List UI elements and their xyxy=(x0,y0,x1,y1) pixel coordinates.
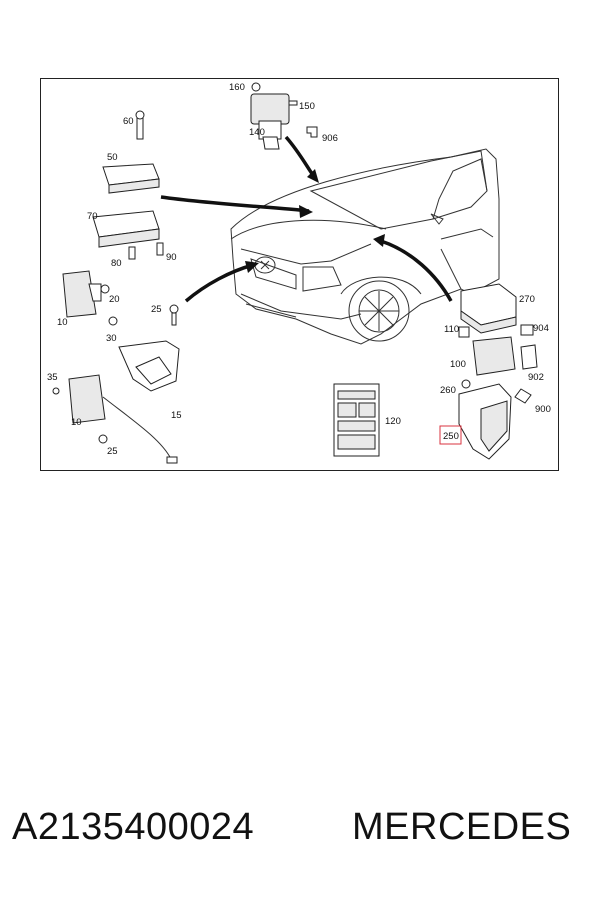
arrow-head-1 xyxy=(299,205,313,218)
callout-20: 20 xyxy=(109,294,120,305)
arrow-head-4 xyxy=(373,234,385,247)
callout-902: 902 xyxy=(528,372,544,383)
callout-260: 260 xyxy=(440,385,456,396)
callout-70: 70 xyxy=(87,211,98,222)
callout-50: 50 xyxy=(107,152,118,163)
part-140-assembly xyxy=(250,82,318,150)
vehicle-outline xyxy=(230,148,500,345)
exploded-parts-illustration: 160 150 140 906 60 50 70 80 90 20 10 30 … xyxy=(47,82,551,464)
callout-140: 140 xyxy=(249,127,265,138)
callout-10-lower: 10 xyxy=(71,417,82,428)
callout-10-upper: 10 xyxy=(57,317,68,328)
brand-name: MERCEDES xyxy=(352,806,572,848)
callout-270: 270 xyxy=(519,294,535,305)
callout-25-lower: 25 xyxy=(107,446,118,457)
callout-900: 900 xyxy=(535,404,551,415)
arrow-head-2 xyxy=(307,169,319,183)
callout-100: 100 xyxy=(450,359,466,370)
part-number: A2135400024 xyxy=(12,806,255,848)
callout-160: 160 xyxy=(229,82,245,93)
callout-15: 15 xyxy=(171,410,182,421)
callout-120: 120 xyxy=(385,416,401,427)
assembly-arrows xyxy=(160,135,453,303)
radar-sensor-parts xyxy=(52,340,180,464)
callout-250: 250 xyxy=(443,431,459,442)
label-sheet-120 xyxy=(333,383,380,457)
sensor-unit-parts xyxy=(62,270,179,326)
fuse-box-parts xyxy=(458,283,538,460)
callout-80: 80 xyxy=(111,258,122,269)
callout-60: 60 xyxy=(123,116,134,127)
callout-90: 90 xyxy=(166,252,177,263)
callout-150: 150 xyxy=(299,101,315,112)
callout-110: 110 xyxy=(444,324,459,335)
arrow-head-3 xyxy=(245,261,259,273)
callout-30: 30 xyxy=(106,333,117,344)
callout-25-upper: 25 xyxy=(151,304,162,315)
parts-diagram: 160 150 140 906 60 50 70 80 90 20 10 30 … xyxy=(40,78,559,471)
control-unit-parts xyxy=(92,110,164,260)
callout-250-highlight xyxy=(439,425,462,445)
product-footer: A2135400024 MERCEDES xyxy=(0,800,600,860)
callout-904: 904 xyxy=(533,323,549,334)
callout-906: 906 xyxy=(322,133,338,144)
callout-35: 35 xyxy=(47,372,58,383)
